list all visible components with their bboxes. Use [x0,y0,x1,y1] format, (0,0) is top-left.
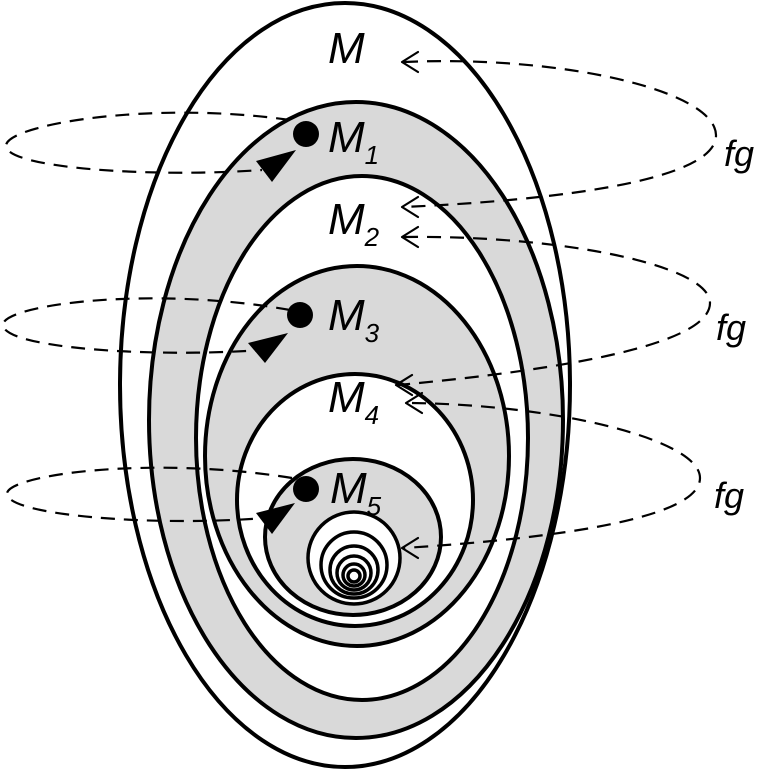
self-map-loop-m3 [1,297,291,354]
fg-label-top: fg [724,133,754,174]
label-m2: M2 [328,195,380,252]
fg-arrowheads [394,50,424,560]
label-m3: M3 [328,291,380,348]
label-m1: M1 [328,113,379,170]
fg-map-loop-middle [397,235,712,387]
label-m: M [328,24,365,73]
arrowhead-m1 [256,150,296,182]
self-map-loop-m1 [4,111,291,174]
self-map-loop-m5 [5,466,293,523]
inner-spiral [306,510,402,606]
point-m3 [287,302,313,328]
label-m5: M5 [330,464,382,521]
fg-label-middle: fg [716,307,746,348]
label-m4: M4 [328,373,379,430]
arrowhead-m3 [248,333,288,363]
point-m5 [293,476,319,502]
point-m1 [293,121,319,147]
fg-map-loop-bottom [403,401,702,550]
fg-label-bottom: fg [714,475,744,516]
arrowhead-m5 [256,503,295,534]
fg-map-loop-top [403,60,718,209]
